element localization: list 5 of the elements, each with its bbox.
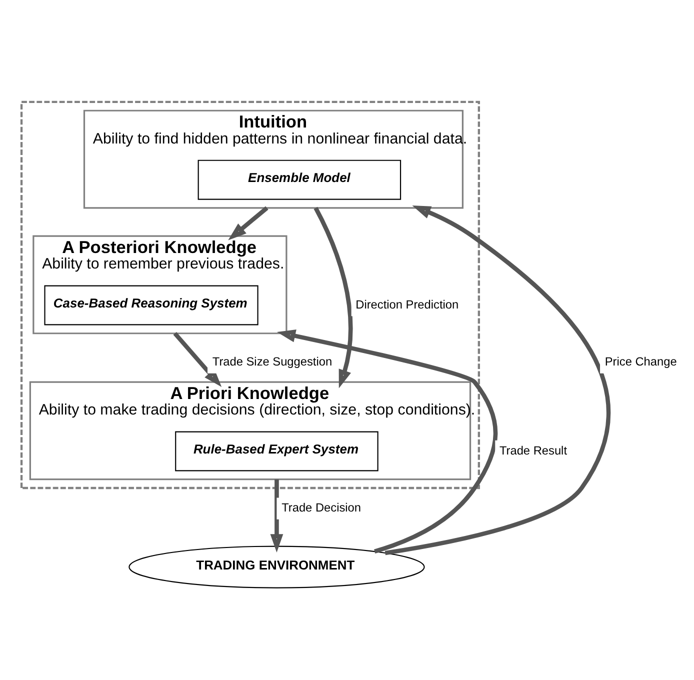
edge-label: Trade Result [499,442,568,457]
edge-label: Price Change [604,354,677,368]
edge-label: Direction Prediction [356,296,459,311]
edge-label: Trade Size Suggestion [212,354,332,368]
edge-label: Trade Decision [282,500,362,514]
